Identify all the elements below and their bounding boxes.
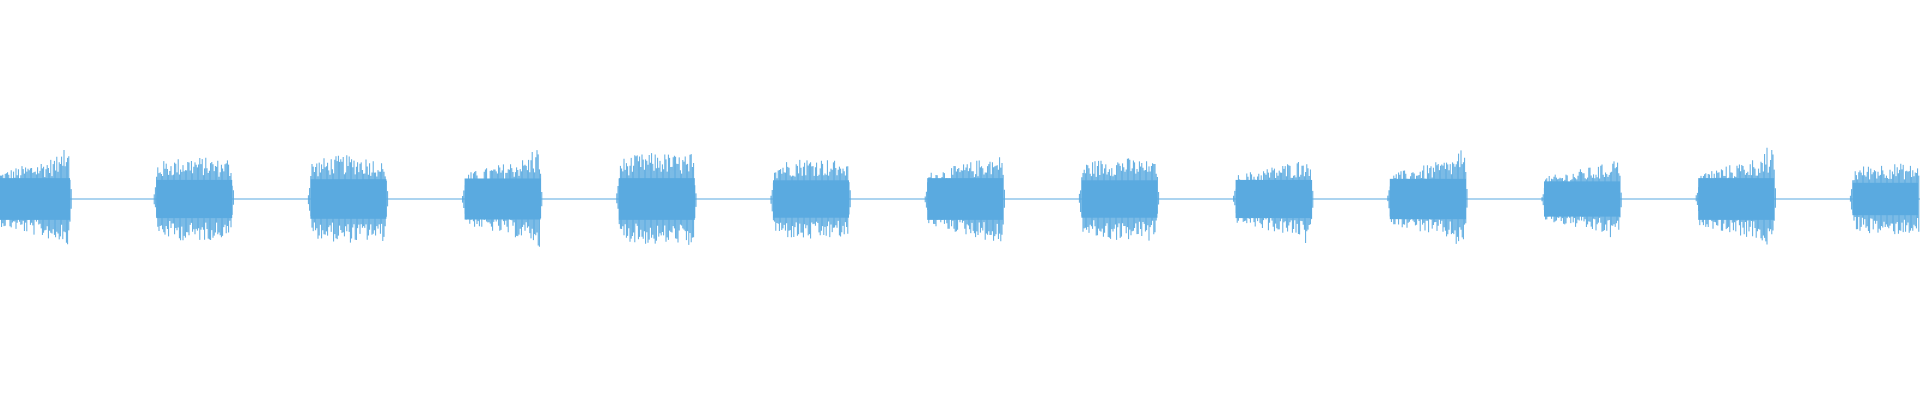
waveform-burst bbox=[924, 157, 1005, 242]
waveform-burst bbox=[1387, 150, 1468, 244]
waveform-burst-core bbox=[1081, 180, 1158, 218]
waveform-burst-core bbox=[1698, 178, 1775, 220]
waveform-burst bbox=[307, 155, 389, 243]
waveform-burst-core bbox=[618, 178, 695, 220]
waveform-burst-core bbox=[773, 180, 849, 218]
waveform-burst bbox=[153, 157, 234, 241]
waveform-burst bbox=[1233, 162, 1314, 243]
waveform-burst bbox=[616, 153, 697, 245]
waveform-burst bbox=[1541, 161, 1622, 238]
waveform-burst-core bbox=[1544, 181, 1620, 217]
waveform-burst-core bbox=[310, 179, 387, 219]
waveform-burst-core bbox=[0, 178, 70, 220]
waveform-burst-core bbox=[1389, 178, 1466, 220]
waveform-burst bbox=[1849, 163, 1920, 235]
waveform-burst bbox=[0, 150, 72, 245]
waveform-burst-core bbox=[1852, 182, 1918, 216]
waveform-burst-core bbox=[156, 179, 233, 219]
waveform-burst-core bbox=[927, 178, 1004, 220]
waveform-burst-core bbox=[1235, 179, 1312, 219]
waveform-burst-core bbox=[464, 178, 541, 220]
waveform-burst bbox=[1078, 158, 1160, 241]
waveform-burst bbox=[1695, 147, 1776, 245]
waveform-burst bbox=[462, 150, 543, 247]
waveform-bursts bbox=[0, 147, 1920, 247]
waveform-burst bbox=[770, 159, 851, 239]
